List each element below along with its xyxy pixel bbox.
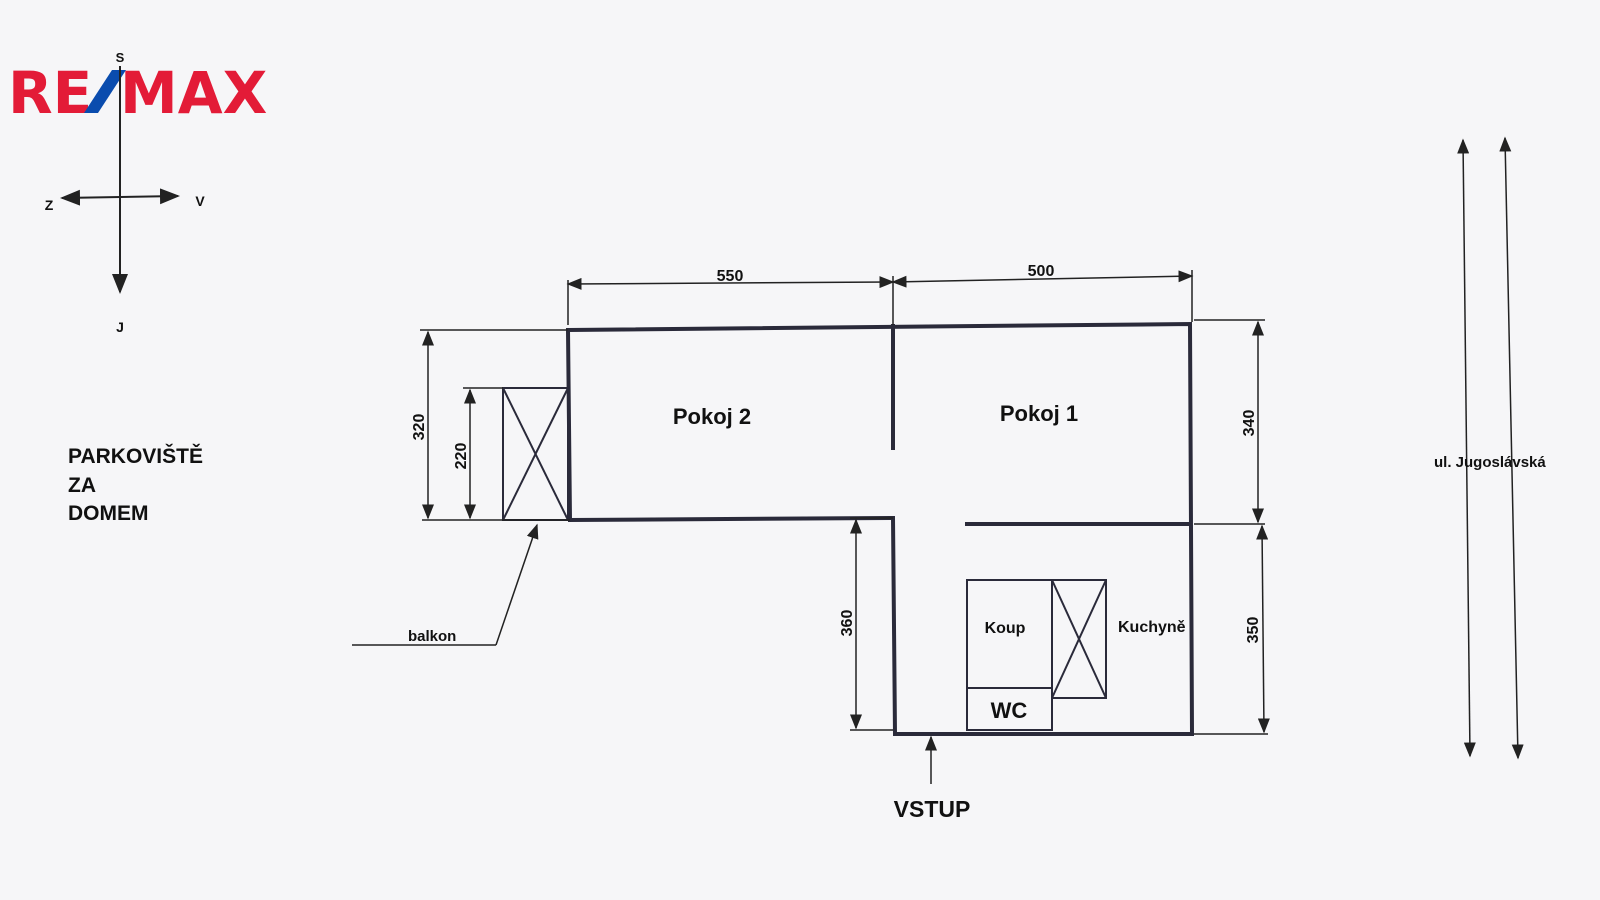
parking-label-2: ZA <box>68 474 96 497</box>
walls <box>502 321 1195 736</box>
street-label: ul. Jugoslávská <box>1434 454 1546 471</box>
svg-text:MAX: MAX <box>120 59 267 127</box>
dim-360: 360 <box>839 610 856 637</box>
compass-south: J <box>116 319 124 335</box>
parking-label-1: PARKOVIŠTĚ <box>68 444 203 468</box>
svg-text:RE: RE <box>8 59 92 127</box>
kitchen-label: Kuchyně <box>1118 619 1186 636</box>
wc-label: WC <box>991 698 1028 723</box>
compass: S J Z V <box>45 50 206 335</box>
dim-550: 550 <box>717 268 744 285</box>
dim-500: 500 <box>1028 263 1055 280</box>
compass-east: V <box>195 193 205 209</box>
dim-340: 340 <box>1241 410 1258 437</box>
bathroom-label: Koup <box>985 620 1026 637</box>
dim-350: 350 <box>1245 617 1262 644</box>
parking-label-3: DOMEM <box>68 502 149 525</box>
remax-logo: RE MAX <box>8 59 267 127</box>
compass-north: S <box>116 50 125 65</box>
dim-220: 220 <box>453 443 470 470</box>
compass-west: Z <box>45 197 54 213</box>
entrance-label: VSTUP <box>894 796 971 822</box>
room-1-label: Pokoj 1 <box>1000 401 1078 426</box>
balcony-label: balkon <box>408 628 456 645</box>
dim-320: 320 <box>411 414 428 441</box>
room-2-label: Pokoj 2 <box>673 404 751 429</box>
dimension-lines <box>352 136 1524 784</box>
